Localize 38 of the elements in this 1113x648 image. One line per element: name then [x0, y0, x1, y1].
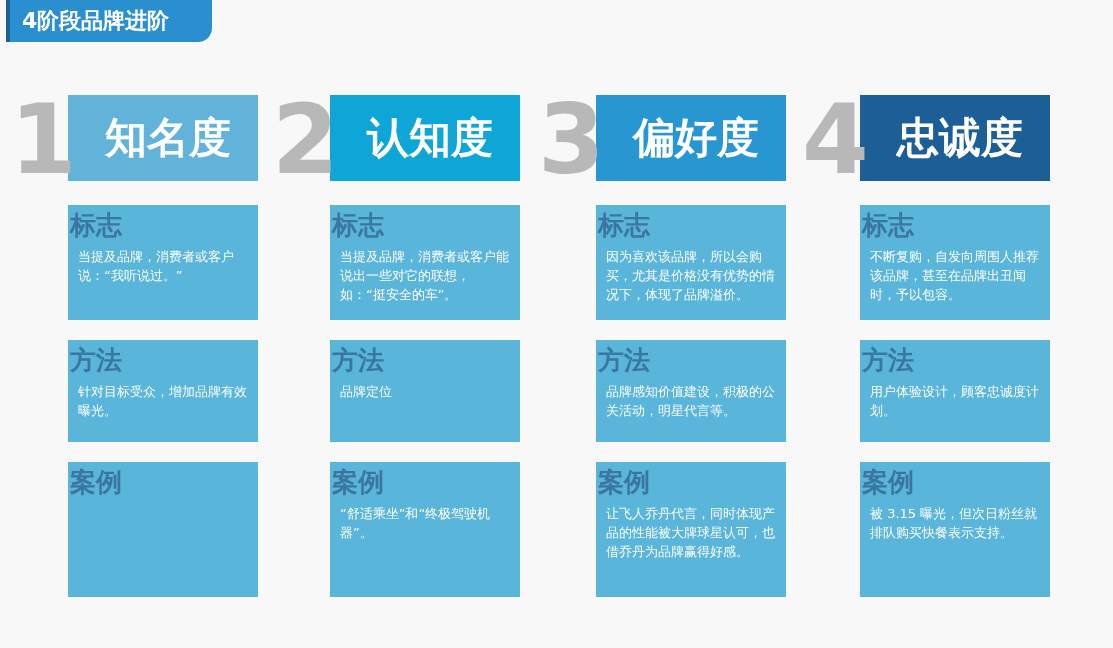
card-text: 当提及品牌，消费者或客户能说出一些对它的联想，如：“挺安全的车”。 [340, 248, 510, 304]
info-card [330, 462, 520, 597]
info-card [68, 462, 258, 597]
stage-header: 认知度 [330, 95, 520, 181]
card-text: 当提及品牌，消费者或客户说：“我听说过。” [78, 248, 235, 285]
info-card [596, 205, 786, 320]
title-banner: 4阶段品牌进阶 [6, 0, 212, 42]
card-heading: 标志 [70, 209, 122, 242]
info-card [860, 340, 1050, 442]
info-card [596, 340, 786, 442]
card-text: 用户体验设计，顾客忠诚度计划。 [870, 383, 1040, 420]
card-heading: 标志 [332, 209, 384, 242]
card-text: “舒适乘坐”和“终极驾驶机器”。 [340, 505, 492, 542]
card-text: 品牌定位 [340, 383, 393, 401]
card-heading: 方法 [598, 344, 650, 377]
card-text: 因为喜欢该品牌，所以会购买，尤其是价格没有优势的情况下，体现了品牌溢价。 [606, 248, 776, 304]
card-heading: 案例 [332, 466, 384, 499]
info-card [330, 340, 520, 442]
card-heading: 标志 [862, 209, 914, 242]
card-text: 让飞人乔丹代言，同时体现产品的性能被大牌球星认可，也借乔丹为品牌赢得好感。 [606, 505, 776, 561]
card-heading: 标志 [598, 209, 650, 242]
card-text: 针对目标受众，增加品牌有效曝光。 [78, 383, 248, 420]
card-heading: 案例 [598, 466, 650, 499]
info-card [68, 340, 258, 442]
info-card [860, 205, 1050, 320]
card-heading: 案例 [862, 466, 914, 499]
card-text: 品牌感知价值建设，积极的公关活动，明星代言等。 [606, 383, 776, 420]
card-heading: 方法 [862, 344, 914, 377]
card-heading: 方法 [332, 344, 384, 377]
info-card [596, 462, 786, 597]
stage-header: 偏好度 [596, 95, 786, 181]
card-heading: 案例 [70, 466, 122, 499]
card-text: 不断复购，自发向周围人推荐该品牌，甚至在品牌出丑闻时，予以包容。 [870, 248, 1040, 304]
info-card [68, 205, 258, 320]
card-heading: 方法 [70, 344, 122, 377]
info-card [860, 462, 1050, 597]
card-text: 被 3.15 曝光，但次日粉丝就排队购买快餐表示支持。 [870, 505, 1039, 542]
info-card [330, 205, 520, 320]
